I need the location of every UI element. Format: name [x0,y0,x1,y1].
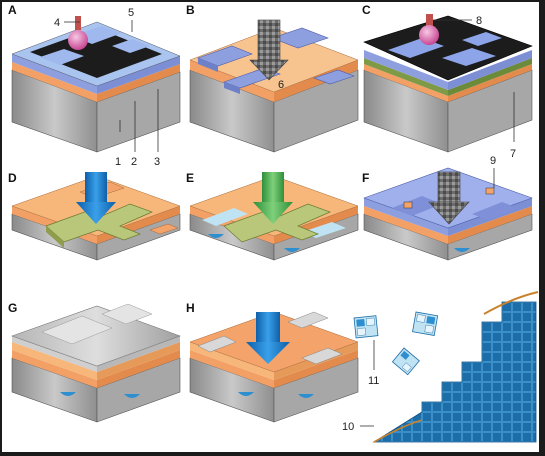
callout-11: 11 [368,375,379,387]
callout-5: 5 [128,7,134,19]
callout-9: 9 [490,155,496,167]
panel-label-c: C [362,3,371,17]
panel-label-f: F [362,171,369,185]
callout-8: 8 [476,15,482,27]
panel-e [189,172,359,261]
callout-4: 4 [54,17,60,29]
panel-c [363,14,533,153]
panel-f [363,167,533,261]
callout-3: 3 [154,156,160,168]
wafer-chip [372,291,539,443]
callout-7: 7 [510,148,516,160]
panel-label-d: D [8,171,17,185]
panel-label-b: B [186,3,195,17]
process-diagram: A B C D E F G H 1 2 3 4 5 6 7 8 9 10 11 [8,3,539,443]
panel-label-g: G [8,301,17,315]
callout-2: 2 [131,156,137,168]
panel-b [189,19,359,153]
panel-d [11,172,181,261]
callout-10: 10 [342,421,354,433]
callout-6: 6 [278,79,284,91]
panel-h [189,311,359,423]
panel-label-e: E [186,171,194,185]
dies [353,311,439,427]
panel-label-h: H [186,301,195,315]
panel-label-a: A [8,3,17,17]
panel-a [11,16,181,153]
callout-1: 1 [115,156,121,168]
panel-g [11,303,181,423]
